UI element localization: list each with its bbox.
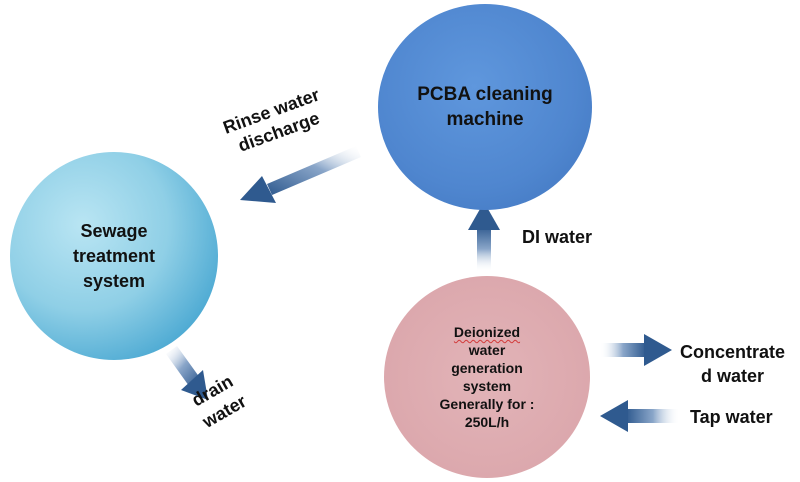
- tap-water-label: Tap water: [690, 407, 773, 427]
- drain-water-arrow: [166, 346, 208, 400]
- di-water-arrow: [468, 202, 500, 272]
- sewage-treatment-node: Sewage treatment system: [10, 152, 218, 360]
- deionized-node-rest: water generation system Generally for : …: [439, 342, 535, 430]
- pcba-cleaning-machine-node: PCBA cleaning machine: [378, 4, 592, 210]
- sewage-node-label: Sewage treatment system: [72, 220, 156, 291]
- rinse-arrow: [240, 146, 361, 203]
- pcba-node-label: PCBA cleaning machine: [417, 84, 553, 130]
- deionized-node-label: Deionized water generation system Genera…: [440, 323, 535, 431]
- concentrate-water-label: Concentrate d water: [680, 342, 786, 386]
- deionized-node-line1: Deionized: [453, 324, 521, 340]
- deionized-water-node: Deionized water generation system Genera…: [384, 276, 590, 478]
- concentrate-arrow: [600, 334, 672, 366]
- tap-water-arrow: [600, 400, 680, 432]
- di-water-label: DI water: [522, 227, 593, 247]
